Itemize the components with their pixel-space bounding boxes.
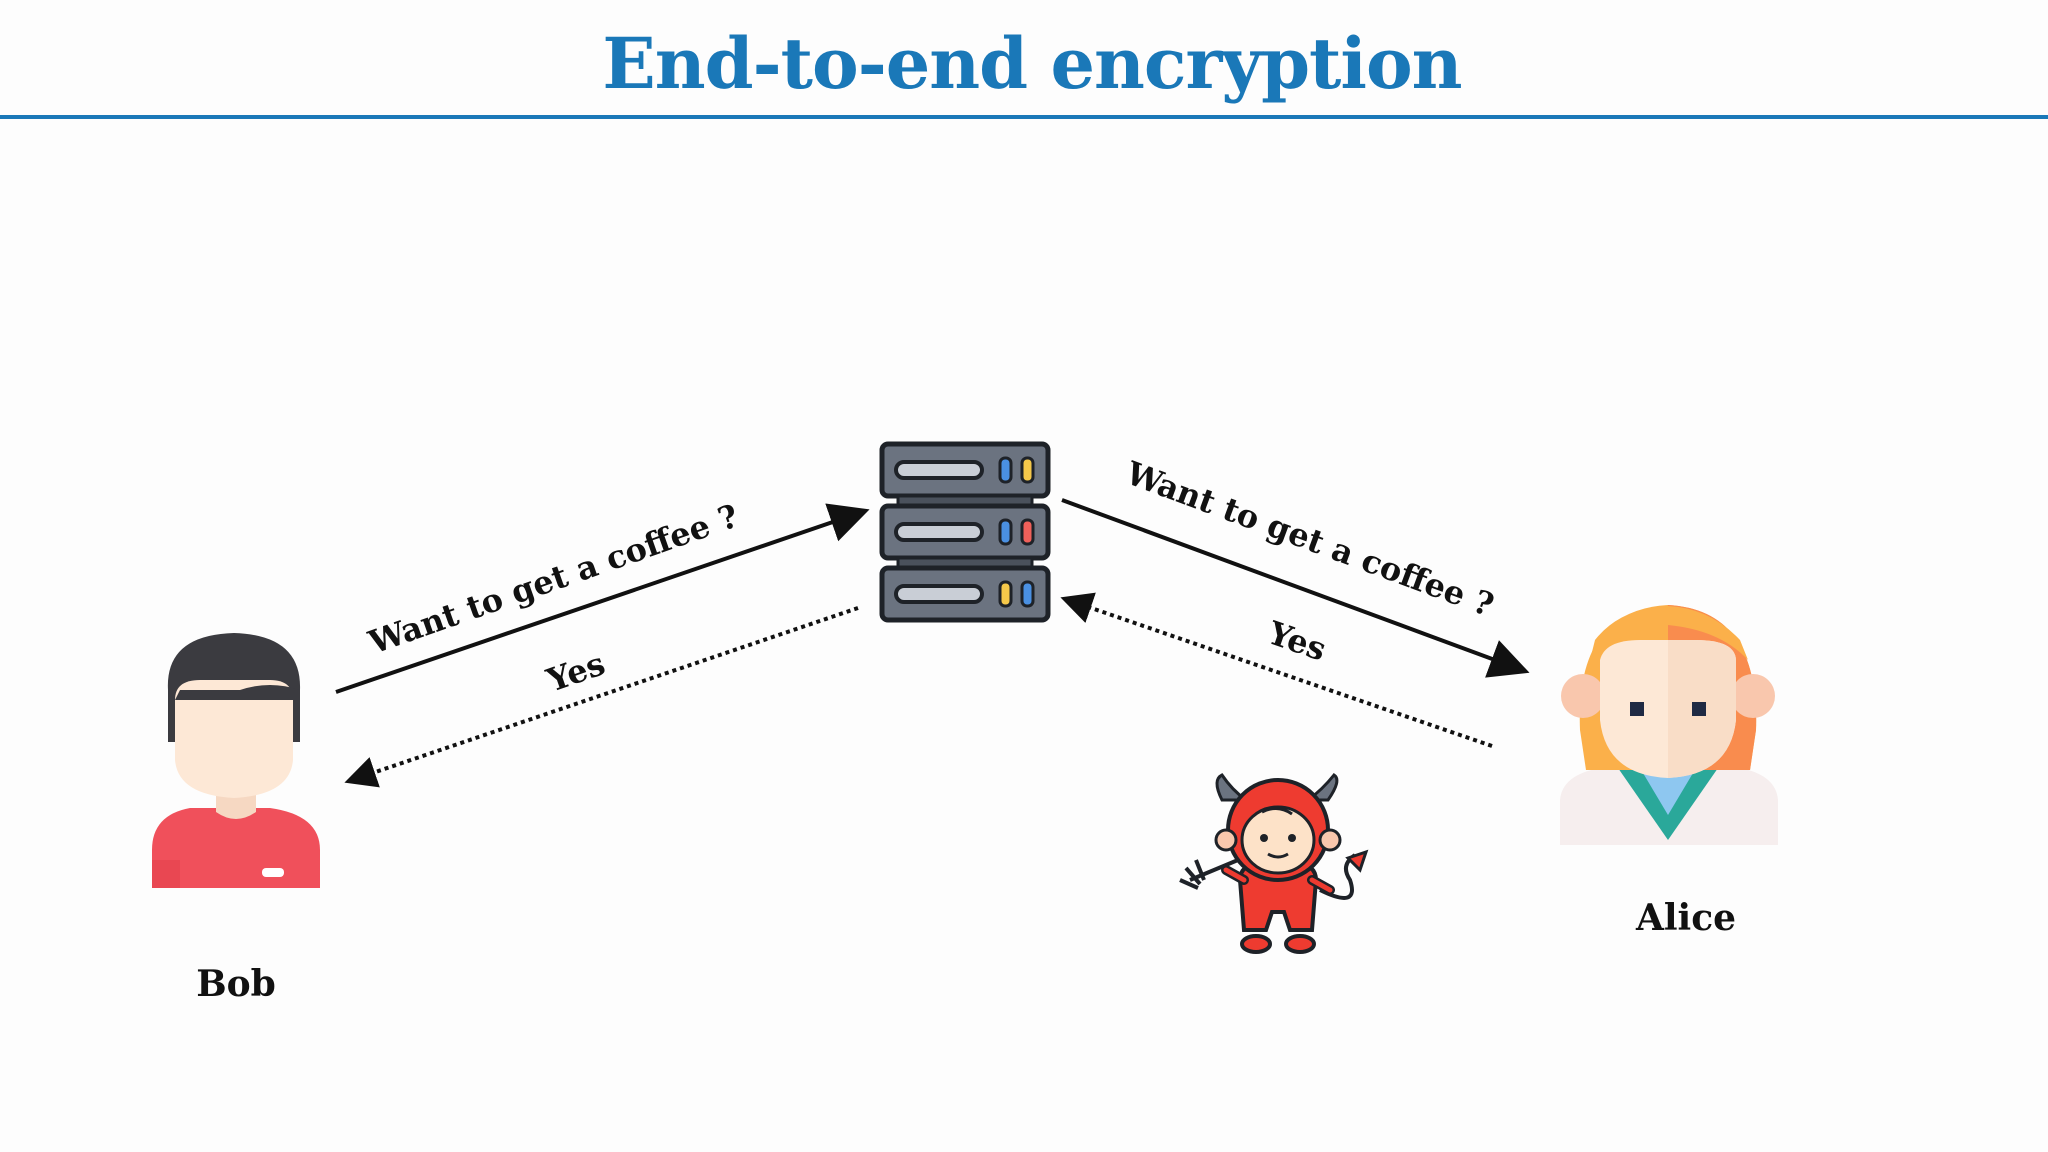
page-title: End-to-end encryption <box>602 22 1462 105</box>
devil-icon <box>1179 773 1369 954</box>
arrow-server-to-alice <box>1061 498 1530 678</box>
female-avatar-icon <box>1560 605 1778 845</box>
title-divider <box>0 115 2048 119</box>
message-bob-to-server: Want to get a coffee ? <box>363 497 743 662</box>
arrow-bob-to-server <box>335 503 870 694</box>
message-alice-to-server: Yes <box>1262 613 1331 668</box>
arrow-alice-to-server <box>1060 592 1493 748</box>
message-server-to-alice: Want to get a coffee ? <box>1120 454 1499 625</box>
sender-name: Bob <box>196 963 276 1005</box>
receiver-name: Alice <box>1635 897 1736 939</box>
male-avatar-icon <box>152 633 320 888</box>
server-stack-icon <box>879 441 1051 623</box>
arrow-server-to-bob <box>344 606 859 788</box>
message-server-to-bob: Yes <box>541 644 610 700</box>
